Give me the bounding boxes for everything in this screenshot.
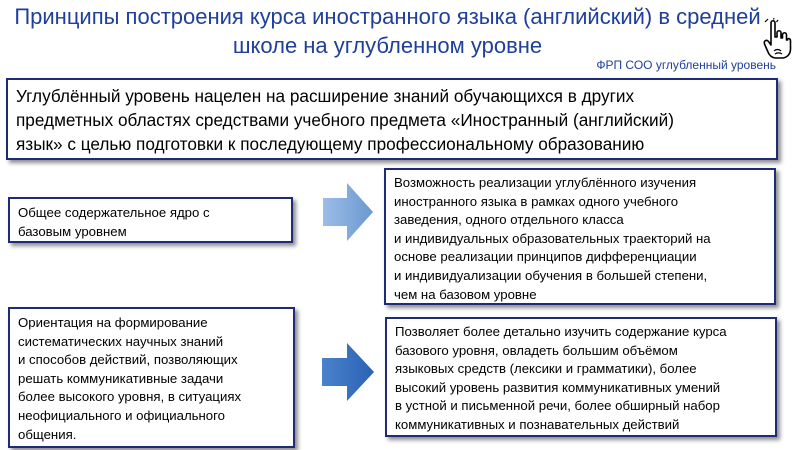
statement-line: предметных областях средствами учебного … — [16, 110, 674, 130]
title-line: школе на углубленном уровне — [232, 33, 543, 58]
program-subtitle: ФРП СОО углубленный уровень — [596, 58, 776, 72]
text-line: и индивидуальных образовательных траекто… — [394, 230, 711, 246]
text-line: высокий уровень развития коммуникативных… — [395, 379, 721, 395]
text-line: в устной и письменной речи, более обширн… — [395, 398, 720, 414]
text-line: Позволяет более детально изучить содержа… — [395, 324, 727, 339]
principle-box-scientific-knowledge: Ориентация на формирование систематическ… — [8, 307, 295, 448]
text-line: и способов действий, позволяющих — [18, 352, 238, 368]
outcome-box-differentiation: Возможность реализации углублённого изуч… — [384, 168, 776, 305]
text-line: базовым уровнем — [18, 223, 127, 239]
statement-line: Углублённый уровень нацелен на расширени… — [16, 86, 635, 106]
pointing-hand-icon — [763, 18, 792, 59]
page-title: Принципы построения курса иностранного я… — [10, 2, 765, 60]
text-line: основе реализации принципов дифференциац… — [394, 249, 697, 265]
text-line: коммуникативных и познавательных действи… — [395, 416, 680, 432]
right-arrow-icon — [323, 183, 373, 241]
text-line: заведения, одного отдельного класса — [394, 212, 624, 228]
text-line: чем на базовом уровне — [394, 286, 537, 302]
text-line: и индивидуализации обучения в большей ст… — [394, 267, 708, 283]
text-line: иностранного языка в рамках одного учебн… — [394, 193, 679, 209]
principle-box-common-core: Общее содержательное ядро с базовым уров… — [8, 197, 293, 243]
text-line: систематических научных знаний — [18, 333, 224, 349]
text-line: неофициального и официального — [18, 407, 225, 423]
statement-line: язык» с целью подготовки к последующему … — [16, 134, 645, 154]
outcome-box-detailed-study: Позволяет более детально изучить содержа… — [385, 317, 777, 437]
text-line: языковых средств (лексики и грамматики),… — [395, 361, 697, 377]
text-line: базового уровня, овладеть большим объёмо… — [395, 342, 678, 358]
title-line: Принципы построения курса иностранного я… — [14, 4, 761, 29]
text-line: Ориентация на формирование — [18, 315, 208, 330]
right-arrow-icon — [322, 343, 374, 401]
text-line: более высокого уровня, в ситуациях — [18, 389, 242, 405]
text-line: общения. — [18, 426, 77, 442]
text-line: Возможность реализации углублённого изуч… — [394, 175, 697, 190]
text-line: Общее содержательное ядро с — [18, 205, 210, 220]
main-statement-box: Углублённый уровень нацелен на расширени… — [6, 78, 778, 160]
text-line: решать коммуникативные задачи — [18, 370, 224, 386]
